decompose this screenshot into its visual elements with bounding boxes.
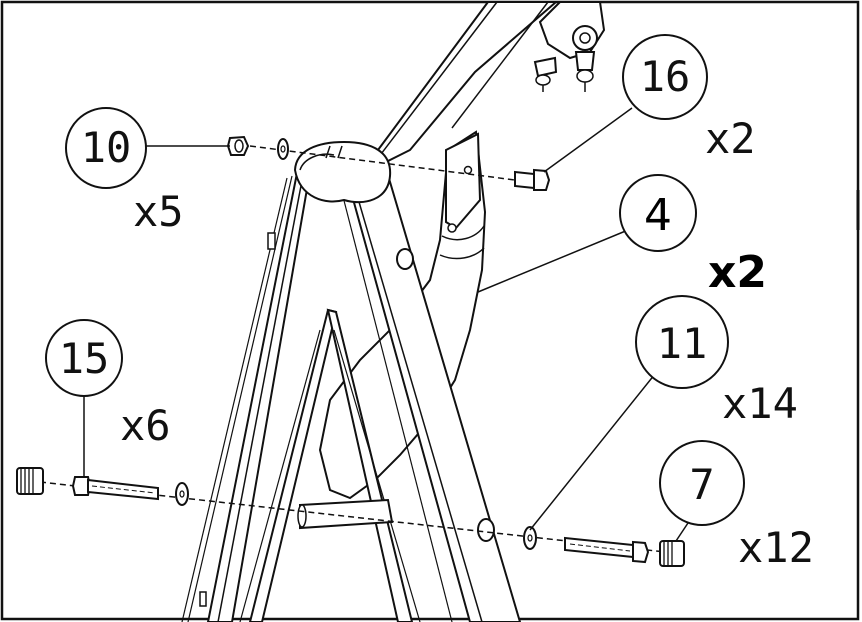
bolt-path-top [249, 145, 516, 181]
callout-4-qty: x2 [708, 247, 767, 298]
callout-16-qty: x2 [705, 114, 756, 163]
callout-15-number: 15 [59, 334, 110, 383]
callout-11: 11 x14 [635, 295, 798, 428]
nut-10 [226, 135, 250, 156]
callout-7-qty: x12 [738, 523, 814, 572]
a-frame-legs [181, 140, 522, 622]
callout-7: 7 x12 [659, 440, 814, 572]
callout-4: 4 x2 [619, 174, 767, 298]
washer-left [175, 482, 189, 506]
callout-11-qty: x14 [722, 379, 798, 428]
callout-16: 16 x2 [622, 34, 756, 163]
callout-15: 15 x6 [45, 319, 171, 450]
callout-10: 10 x5 [65, 107, 184, 236]
callout-11-number: 11 [657, 319, 708, 368]
pivot-bracket [533, 1, 606, 92]
bolt-15 [71, 476, 159, 501]
end-cap-left [16, 467, 44, 495]
bolt-16 [514, 168, 551, 191]
callout-7-number: 7 [689, 460, 714, 509]
callout-4-number: 4 [644, 190, 672, 241]
washer-11 [523, 526, 537, 550]
callout-15-qty: x6 [120, 401, 171, 450]
callout-10-qty: x5 [133, 187, 184, 236]
end-cap-7 [659, 540, 685, 567]
leader-16 [543, 107, 633, 173]
washer-top [277, 138, 289, 160]
leader-4 [477, 229, 629, 293]
bolt-right [564, 536, 650, 564]
callout-10-number: 10 [81, 123, 132, 172]
leader-11 [529, 373, 656, 531]
callout-16-number: 16 [640, 52, 691, 101]
